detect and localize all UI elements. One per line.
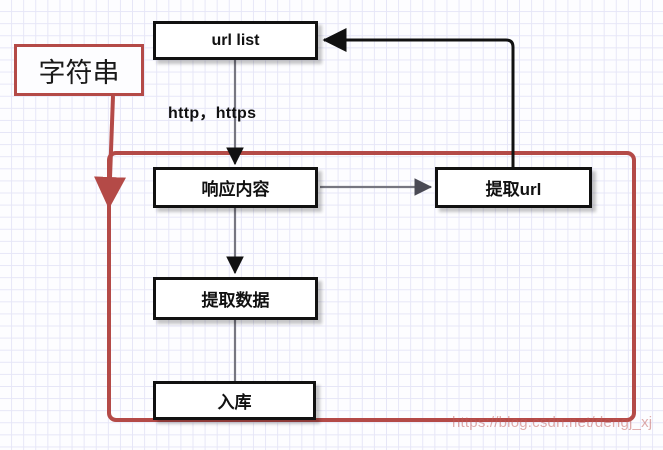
annotation-callout-string-label: 字符串	[38, 57, 120, 88]
node-url-list-label: url list	[211, 31, 260, 49]
annotation-callout-string[interactable]: 字符串	[14, 44, 144, 96]
annotation-leader-line	[94, 95, 127, 209]
node-response-content-label: 响应内容	[201, 180, 270, 199]
node-extract-data[interactable]: 提取数据	[153, 277, 318, 320]
node-response-content[interactable]: 响应内容	[153, 167, 318, 208]
node-url-list[interactable]: url list	[153, 21, 318, 60]
node-extract-data-label: 提取数据	[201, 291, 270, 310]
node-extract-url[interactable]: 提取url	[435, 167, 592, 208]
node-extract-url-label: 提取url	[485, 180, 542, 199]
node-store-to-db[interactable]: 入库	[153, 381, 316, 420]
watermark-text: https://blog.csdn.net/dengj_xj	[452, 414, 653, 431]
edge-label-protocol: http，https	[168, 105, 257, 122]
node-store-to-db-label: 入库	[217, 393, 252, 412]
edge-extracturl-to-urllist-feedback	[322, 28, 515, 167]
scope-box-red	[107, 151, 636, 422]
